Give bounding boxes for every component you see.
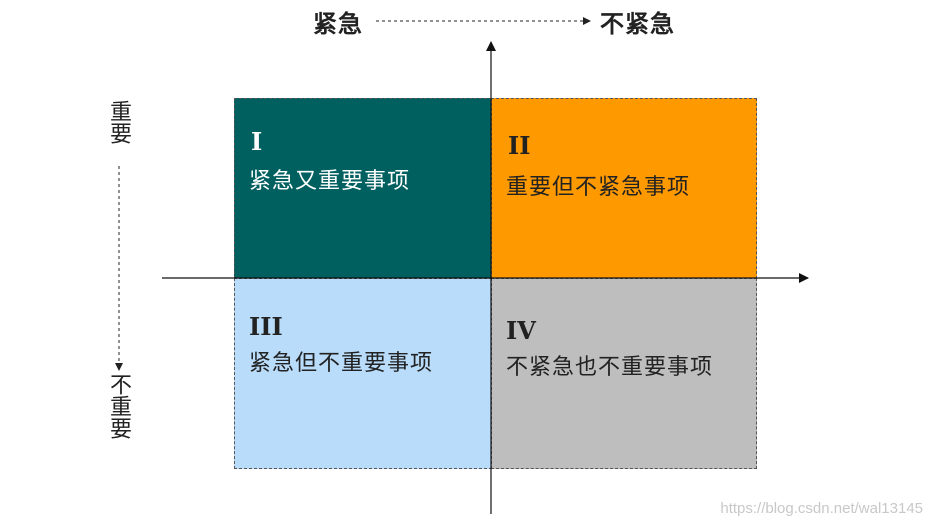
quadrant-3-numeral: III — [249, 312, 283, 341]
quadrant-3-label: 紧急但不重要事项 — [249, 351, 434, 376]
quadrant-1-label: 紧急又重要事项 — [249, 169, 411, 194]
watermark: https://blog.csdn.net/wal13145 — [720, 500, 923, 517]
quadrant-2-label: 重要但不紧急事项 — [506, 175, 691, 200]
not-important-label: 不重要 — [106, 373, 131, 439]
quadrant-4-label: 不紧急也不重要事项 — [506, 355, 714, 380]
not-urgent-label: 不紧急 — [600, 9, 675, 38]
quadrant-1: I 紧急又重要事项 — [234, 98, 492, 279]
quadrant-4: IV 不紧急也不重要事项 — [491, 278, 757, 469]
quadrant-4-numeral: IV — [506, 316, 536, 345]
quadrant-3: III 紧急但不重要事项 — [234, 278, 492, 469]
quadrant-1-numeral: I — [251, 127, 263, 156]
important-label: 重要 — [106, 100, 131, 144]
quadrant-2: II 重要但不紧急事项 — [491, 98, 757, 279]
quadrant-2-numeral: II — [508, 131, 531, 160]
urgent-label: 紧急 — [313, 9, 363, 38]
